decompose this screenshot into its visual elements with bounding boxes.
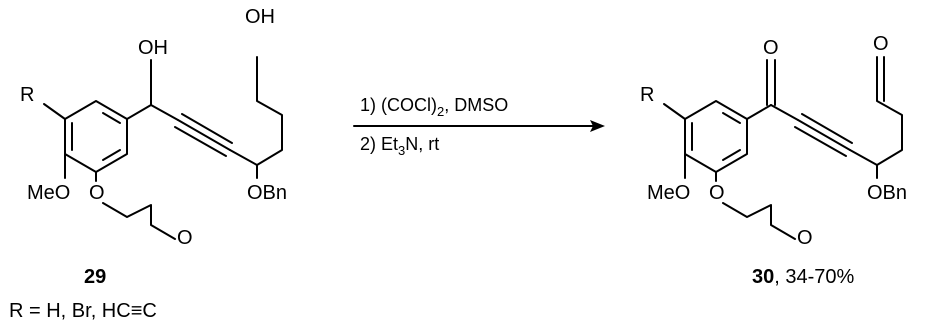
product-o-mom-label: O	[709, 182, 725, 204]
reactant-obn-label: OBn	[247, 182, 287, 204]
product-mom-chain	[722, 202, 796, 240]
product-alkyne-bond	[801, 113, 853, 144]
product-benzene-ring	[684, 100, 748, 173]
reactant-propanol-chain	[256, 56, 283, 166]
reactant-oh-terminal-label: OH	[245, 6, 275, 28]
product-alkyne-bond	[794, 126, 847, 157]
product-30: R O O O O MeO OBn 30, 34-70%	[640, 33, 907, 288]
product-o-methyl-label: O	[797, 227, 813, 249]
reactant-r-bond	[43, 103, 66, 120]
product-aldehyde-o-label: O	[873, 33, 889, 55]
product-aldehyde-chain	[876, 56, 903, 166]
reactant-carbinol-bond	[126, 104, 152, 120]
reactant-alkyne-bond	[177, 119, 231, 151]
product-ketone-bond	[746, 104, 772, 120]
reactant-alkyne-link	[150, 104, 179, 121]
condition-step-1: 1) (COCl)2, DMSO	[360, 95, 508, 119]
product-r-bond	[663, 103, 686, 120]
product-r-label: R	[640, 84, 654, 106]
reaction-arrow-group: 1) (COCl)2, DMSO 2) Et3N, rt	[353, 95, 605, 158]
reactant-o-mom-label: O	[89, 182, 105, 204]
reactant-ring-double-bond	[102, 112, 121, 124]
reactant-alkyne-bond	[174, 126, 227, 157]
product-compound-label: 30, 34-70%	[752, 266, 855, 288]
reactant-ring-double-bond	[102, 149, 121, 161]
product-ketone-o-label: O	[763, 37, 779, 59]
product-alkyne-link	[849, 149, 878, 166]
reactant-o-methyl-label: O	[177, 227, 193, 249]
product-meo-label: MeO	[647, 182, 690, 204]
reactant-alkyne-link	[229, 149, 258, 166]
reactant-oh-label: OH	[138, 37, 168, 59]
reactant-benzene-ring	[64, 100, 128, 173]
product-ring-double-bond	[722, 112, 741, 124]
product-ring-double-bond	[722, 149, 741, 161]
reactant-r-label: R	[20, 84, 34, 106]
r-group-definition: R = H, Br, HC≡C	[9, 300, 157, 322]
product-alkyne-bond	[797, 119, 851, 151]
reactant-mom-chain	[102, 202, 176, 240]
reactant-alkyne-bond	[181, 113, 233, 144]
reactant-meo-label: MeO	[27, 182, 70, 204]
reactant-29: R OH OH O O MeO OBn 29	[20, 6, 287, 288]
product-alkyne-link	[770, 104, 799, 121]
product-obn-label: OBn	[867, 182, 907, 204]
arrow-head	[590, 120, 605, 132]
condition-step-2: 2) Et3N, rt	[360, 134, 439, 158]
reactant-compound-number: 29	[84, 266, 106, 288]
